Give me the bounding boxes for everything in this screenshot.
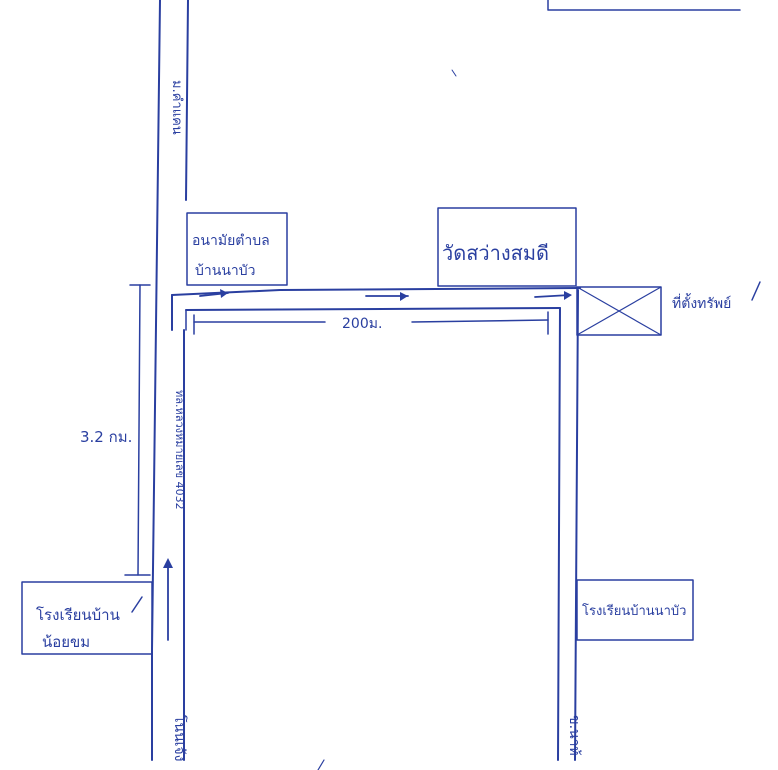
right-road [557, 289, 579, 761]
temple: วัดสว่างสมดี [437, 207, 577, 287]
horizontal-dimension: 200ม. [193, 311, 549, 335]
cross-road [171, 287, 581, 331]
arrow-head-icon [400, 292, 408, 301]
arrow-head-icon [163, 558, 173, 568]
north-road-label: ม.คำแคน [169, 80, 184, 135]
property-site-label: ที่ตั้งทรัพย์ [672, 293, 731, 312]
school-left: โรงเรียนบ้าน น้อยขม [21, 581, 153, 655]
vertical-dimension: 3.2 กม. [80, 284, 151, 576]
arrow-head-icon [564, 291, 572, 300]
school-right: โรงเรียนบ้านนาบัว [576, 579, 694, 641]
south-right-road-label: ข.นาห้ [566, 715, 582, 756]
health-station: อนามัยตำบล บ้านนาบัว [186, 212, 288, 286]
horizontal-distance-label: 200ม. [342, 316, 382, 332]
vertical-distance-label: 3.2 กม. [80, 428, 132, 446]
south-left-road-label: โนนเจ้ง [171, 715, 188, 761]
school-right-label: โรงเรียนบ้านนาบัว [582, 603, 686, 619]
pen-mark [451, 69, 457, 77]
health-station-line1: อนามัยตำบล [192, 233, 270, 249]
temple-label: วัดสว่างสมดี [442, 241, 549, 265]
school-left-line1: โรงเรียนบ้าน [36, 606, 120, 624]
pen-mark [317, 759, 325, 770]
school-left-line2: น้อยขม [42, 633, 90, 651]
corner-mark [547, 0, 741, 11]
property-site: ที่ตั้งทรัพย์ [576, 281, 761, 336]
main-road-label: ทล.หลวงหมายเลข 4032 [173, 390, 186, 510]
direction-arrows [163, 289, 572, 641]
arrow-head-icon [220, 289, 228, 298]
health-station-line2: บ้านนาบัว [195, 263, 256, 279]
